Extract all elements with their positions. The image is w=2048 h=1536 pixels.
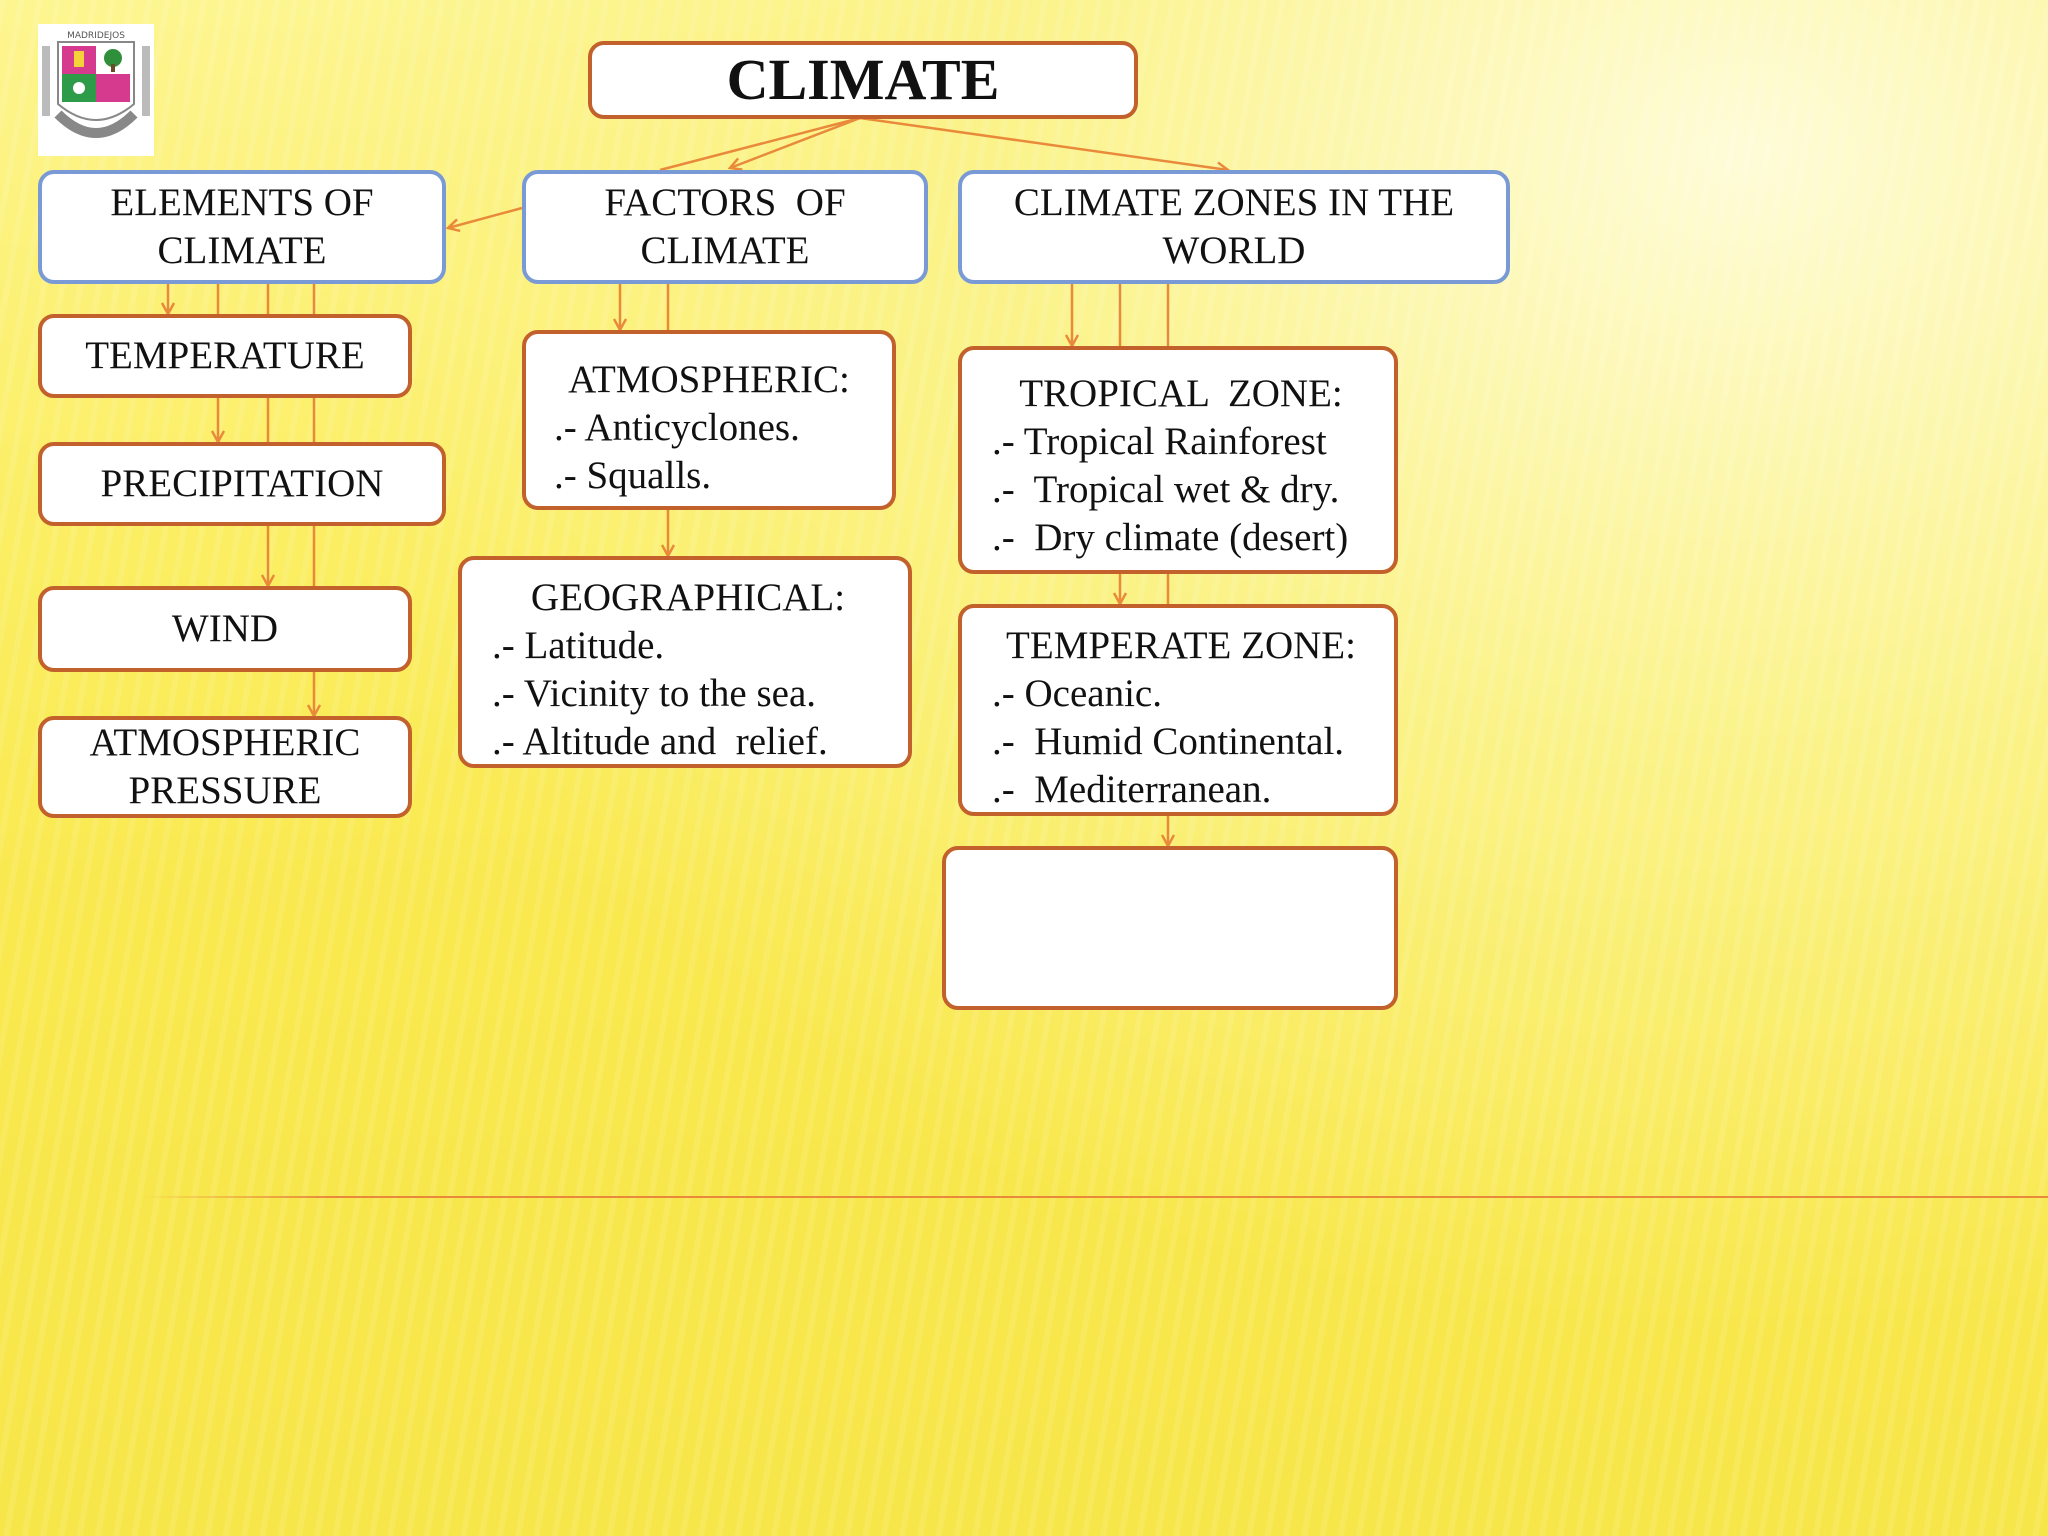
element-precipitation: PRECIPITATION	[38, 442, 446, 526]
zone-temperate-item: .- Humid Continental.	[992, 720, 1345, 763]
zone-temperate: TEMPERATE ZONE: .- Oceanic. .- Humid Con…	[958, 604, 1398, 816]
factor-geographical: GEOGRAPHICAL: .- Latitude. .- Vicinity t…	[458, 556, 912, 768]
zone-tropical-heading: TROPICAL ZONE:	[1019, 372, 1343, 415]
zone-temperate-heading: TEMPERATE ZONE:	[1006, 624, 1356, 667]
factor-atmospheric-item: .- Squalls.	[554, 454, 712, 497]
factor-geographical-heading: GEOGRAPHICAL:	[530, 576, 846, 619]
diagram-title: CLIMATE	[588, 41, 1138, 119]
header-elements: ELEMENTS OF CLIMATE	[38, 170, 446, 284]
element-temperature-label: TEMPERATURE	[85, 334, 365, 377]
factor-atmospheric: ATMOSPHERIC: .- Anticyclones. .- Squalls…	[522, 330, 896, 510]
header-elements-line-2: CLIMATE	[157, 229, 327, 272]
zone-tropical-item: .- Tropical wet & dry.	[992, 468, 1340, 511]
zone-tropical: TROPICAL ZONE: .- Tropical Rainforest .-…	[958, 346, 1398, 574]
element-atmospheric-pressure-label: ATMOSPHERIC PRESSURE	[89, 721, 361, 812]
factor-geographical-item: .- Altitude and relief.	[492, 720, 828, 763]
header-zones: CLIMATE ZONES IN THE WORLD	[958, 170, 1510, 284]
header-zones-line-2: WORLD	[1162, 229, 1306, 272]
factor-geographical-item: .- Vicinity to the sea.	[492, 672, 817, 715]
header-factors-line-2: CLIMATE	[640, 229, 810, 272]
footer-rule	[140, 1196, 2048, 1198]
zone-empty-box	[942, 846, 1398, 1010]
title-text: CLIMATE	[726, 47, 1000, 112]
element-precipitation-label: PRECIPITATION	[100, 462, 384, 505]
element-temperature: TEMPERATURE	[38, 314, 412, 398]
zone-tropical-item: .- Tropical Rainforest	[992, 420, 1327, 463]
school-logo: MADRIDEJOS	[38, 24, 154, 156]
svg-text:MADRIDEJOS: MADRIDEJOS	[67, 31, 125, 41]
factor-atmospheric-heading: ATMOSPHERIC:	[568, 358, 850, 401]
zone-tropical-item: .- Dry climate (desert)	[992, 516, 1349, 559]
zone-temperate-item: .- Oceanic.	[992, 672, 1162, 715]
zone-temperate-item: .- Mediterranean.	[992, 768, 1272, 811]
header-factors: FACTORS OF CLIMATE	[522, 170, 928, 284]
element-wind-label: WIND	[171, 607, 279, 650]
element-wind: WIND	[38, 586, 412, 672]
element-atmospheric-pressure: ATMOSPHERIC PRESSURE	[38, 716, 412, 818]
header-zones-line-1: CLIMATE ZONES IN THE	[1013, 181, 1455, 224]
header-elements-line-1: ELEMENTS OF	[110, 181, 374, 224]
header-factors-line-1: FACTORS OF	[604, 181, 846, 224]
factor-atmospheric-item: .- Anticyclones.	[554, 406, 800, 449]
factor-geographical-item: .- Latitude.	[492, 624, 665, 667]
